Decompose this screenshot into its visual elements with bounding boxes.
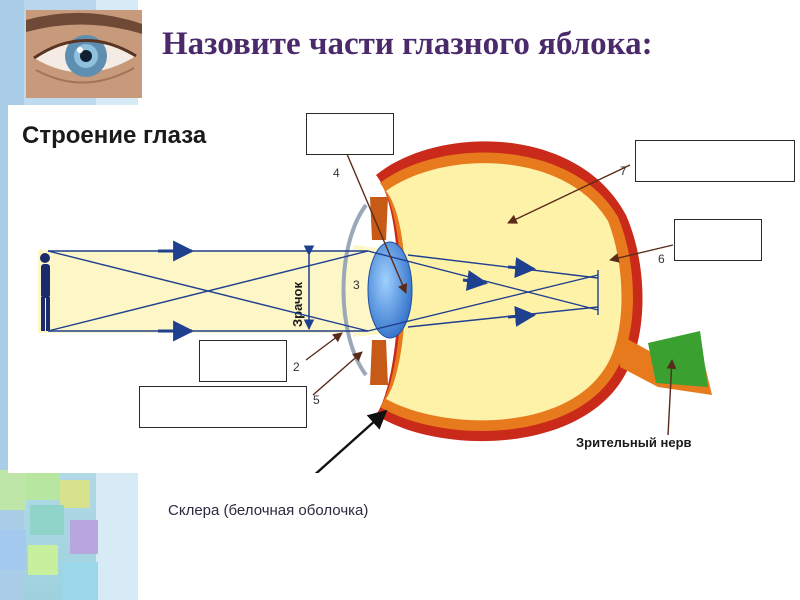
diagram-heading: Строение глаза [22, 122, 207, 149]
page-title: Назовите части глазного яблока: [162, 26, 653, 63]
label-number-2: 2 [293, 360, 300, 374]
iris-bottom [370, 340, 388, 385]
eye-photo [26, 10, 142, 98]
label-number-5: 5 [313, 393, 320, 407]
answer-box-6[interactable] [674, 219, 762, 261]
answer-box-2[interactable] [199, 340, 287, 382]
eye-photo-graphic [26, 10, 142, 98]
label-number-7: 7 [620, 164, 627, 178]
optic-nerve [648, 331, 708, 387]
label-number-3: 3 [353, 278, 360, 292]
sclera-caption: Склера (белочная оболочка) [168, 502, 368, 519]
pupil-label: Зрачок [290, 282, 305, 327]
label-number-6: 6 [658, 252, 665, 266]
answer-box-7[interactable] [635, 140, 795, 182]
optic-nerve-label: Зрительный нерв [576, 435, 692, 450]
light-beam [38, 250, 353, 333]
iris-top [370, 197, 388, 240]
answer-box-5[interactable] [139, 386, 307, 428]
answer-box-4[interactable] [306, 113, 394, 155]
label-number-4: 4 [333, 166, 340, 180]
